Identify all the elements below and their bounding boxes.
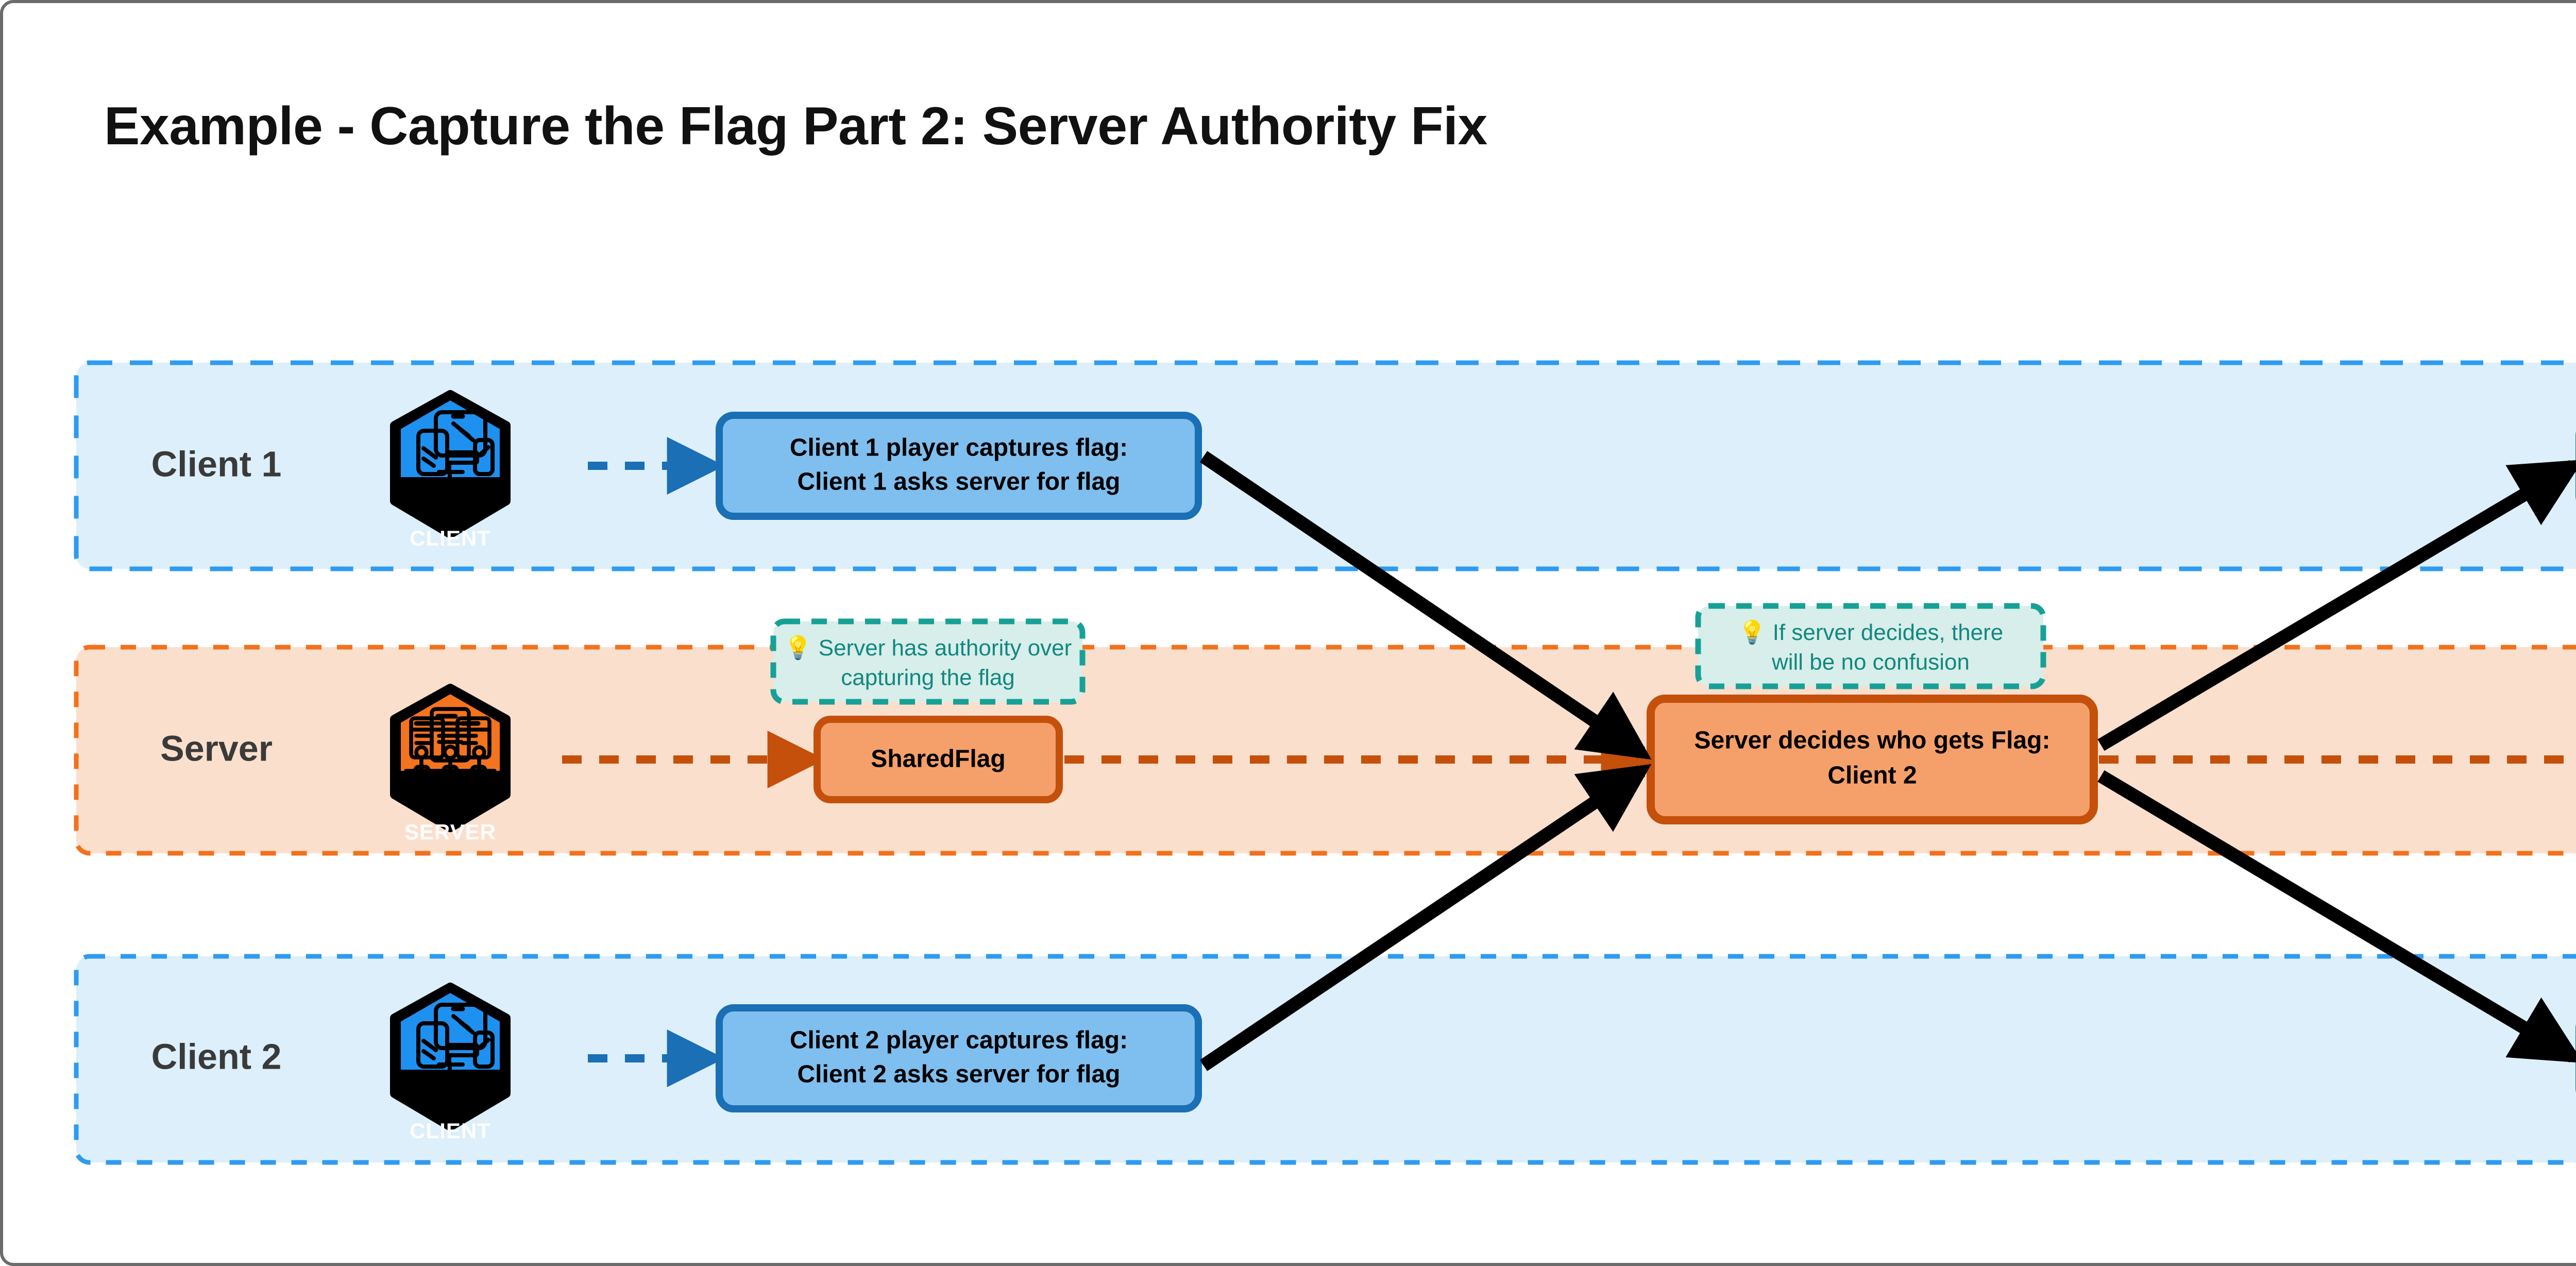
note-no-confusion-box <box>1695 603 2046 689</box>
arrow-server-to-client2-result <box>2097 770 2576 1063</box>
node-client1-capture[interactable]: Client 1 player captures flag: Client 1 … <box>716 412 1202 520</box>
lightbulb-icon: 💡 <box>784 635 812 661</box>
arrow-client1-to-server <box>1199 451 1652 760</box>
node-client1-capture-box[interactable] <box>716 412 1202 520</box>
client-badge-label-1: CLIENT <box>410 526 491 550</box>
node-client2-capture-box[interactable] <box>716 1004 1202 1112</box>
node-server-decides-box[interactable] <box>1647 695 2098 824</box>
lane-server-label: Server <box>160 728 273 768</box>
note-no-confusion: 💡 If server decides, there will be no co… <box>1695 603 2046 689</box>
lightbulb-icon: 💡 <box>1738 619 1767 645</box>
lane-client-2: Client 2 Client 2 player captures flag: … <box>74 954 2576 1165</box>
node-shared-flag-label: SharedFlag <box>871 746 1005 773</box>
node-shared-flag-box[interactable] <box>814 716 1063 803</box>
node-server-decides[interactable]: Server decides who gets Flag: Client 2 <box>1647 695 2098 824</box>
note-no-confusion-line1: 💡 If server decides, there <box>1738 619 2004 645</box>
node-server-decides-line2: Client 2 <box>1827 762 1917 789</box>
note-no-confusion-line2: will be no confusion <box>1771 650 1970 675</box>
lane-client-1-icon: CLIENT <box>395 395 506 550</box>
cross-lane-arrows <box>1199 451 2576 1071</box>
node-shared-flag[interactable]: SharedFlag <box>814 716 1063 803</box>
note-authority: 💡 Server has authority over capturing th… <box>770 618 1086 705</box>
lane-client-1: Client 1 Client 1 player captures flag: … <box>74 360 2576 571</box>
node-client1-capture-line2: Client 1 asks server for flag <box>798 468 1121 496</box>
server-badge-label: SERVER <box>404 820 496 844</box>
note-authority-box <box>770 618 1086 705</box>
lane-server: Server SharedFlag Server decides who get… <box>74 645 2576 856</box>
node-client2-capture-line1: Client 2 player captures flag: <box>790 1027 1128 1054</box>
swimlane-diagram: Client 1 Client 1 player captures flag: … <box>74 360 2576 1165</box>
arrow-client2-to-server <box>1199 764 1652 1071</box>
node-client2-capture[interactable]: Client 2 player captures flag: Client 2 … <box>716 1004 1202 1112</box>
node-client1-capture-line1: Client 1 player captures flag: <box>790 434 1128 462</box>
lane-server-icon: SERVER <box>395 688 506 844</box>
client-badge-label-2: CLIENT <box>410 1119 491 1143</box>
note-authority-line2: capturing the flag <box>841 665 1015 690</box>
page-title: Example - Capture the Flag Part 2: Serve… <box>104 96 1487 156</box>
node-server-decides-line1: Server decides who gets Flag: <box>1694 727 2050 754</box>
node-client2-capture-line2: Client 2 asks server for flag <box>798 1061 1121 1088</box>
lane-client-2-label: Client 2 <box>151 1036 282 1076</box>
lane-client-2-icon: CLIENT <box>395 987 506 1143</box>
lane-client-2-background <box>74 954 2576 1165</box>
lane-client-1-background <box>74 360 2576 571</box>
lane-client-1-label: Client 1 <box>151 444 282 484</box>
note-authority-line1: 💡 Server has authority over <box>784 635 1072 661</box>
arrow-server-to-client1-result <box>2097 460 2576 751</box>
